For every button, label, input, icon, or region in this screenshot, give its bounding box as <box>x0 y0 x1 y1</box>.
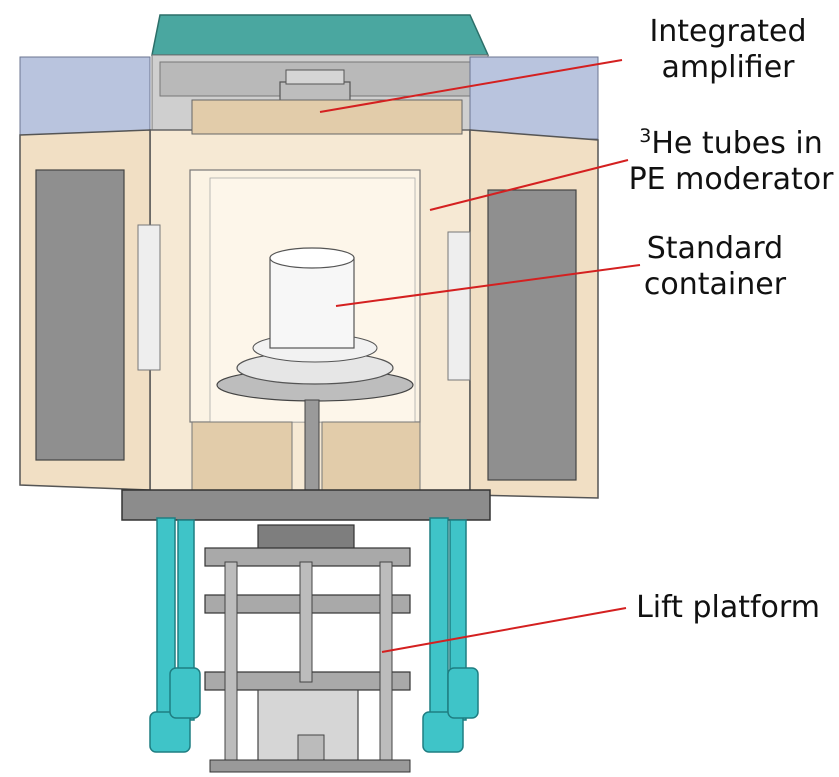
tubes-label: 3He tubes in PE moderator <box>626 126 836 198</box>
container-label: Standard container <box>630 231 800 303</box>
tubes-label-line1-text: He tubes in <box>651 126 823 161</box>
tubes-label-line1: 3He tubes in <box>626 126 836 162</box>
lift-leader-line <box>381 607 627 653</box>
container-label-line1: Standard <box>646 231 784 266</box>
support-legs <box>149 517 479 753</box>
leader-lines <box>319 59 641 653</box>
standard-container <box>216 247 414 511</box>
amplifier-label-line1: Integrated <box>649 14 807 49</box>
lift-platform <box>204 524 411 773</box>
right-door <box>447 129 599 499</box>
container-label-line2: container <box>643 267 787 302</box>
base-plate <box>121 489 491 521</box>
amplifier-label-line2: amplifier <box>661 50 795 85</box>
amplifier-leader-line <box>319 59 623 113</box>
tubes-label-superscript: 3 <box>639 125 652 147</box>
lift-label-line1: Lift platform <box>636 590 820 625</box>
right-cap <box>469 56 599 140</box>
left-cap <box>19 56 151 138</box>
tubes-label-line2: PE moderator <box>628 162 834 197</box>
tubes-leader-line <box>429 159 629 211</box>
left-door <box>19 129 161 491</box>
lift-label: Lift platform <box>628 590 828 626</box>
amplifier-label: Integrated amplifier <box>628 14 828 86</box>
container-leader-line <box>335 264 641 307</box>
